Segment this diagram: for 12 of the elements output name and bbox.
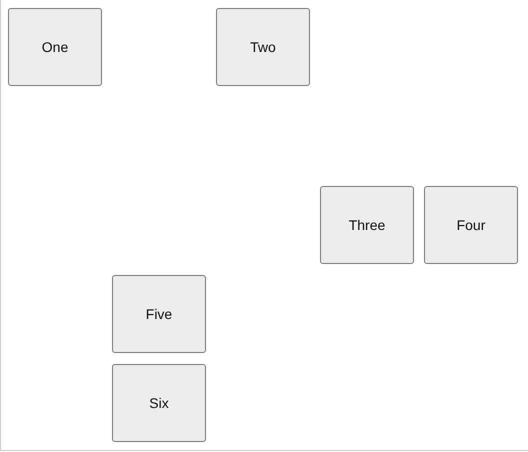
box-label: Three [348,216,386,234]
process-box [112,275,206,353]
process-box [112,364,206,442]
process-box [8,8,102,86]
box-label: Two [250,38,276,56]
box-label: Four [456,216,486,234]
process-box [320,186,414,264]
box-label: Five [146,304,172,324]
process-box [216,8,310,86]
box-label: One [42,38,68,56]
process-box [424,186,518,264]
box-label: Six [149,394,169,412]
